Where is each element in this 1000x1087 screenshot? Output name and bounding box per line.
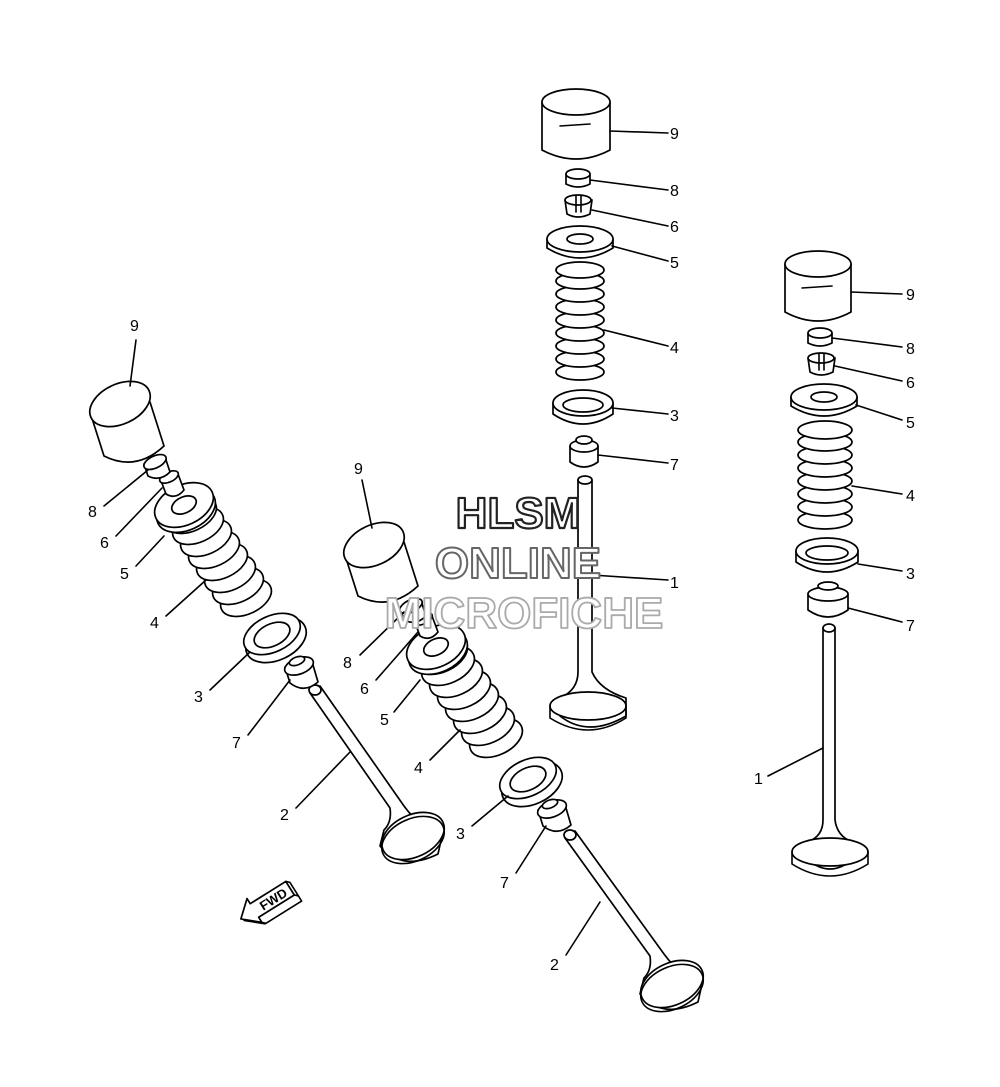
watermark-line-3: MICROFICHE — [385, 589, 664, 638]
assembly-left — [88, 380, 446, 865]
valve-stem-seal-center — [569, 435, 599, 468]
valve-2-middle — [563, 829, 705, 1013]
valve-spring-right — [797, 420, 853, 530]
callout-r-8: 8 — [906, 341, 915, 358]
spring-seat-center — [552, 389, 614, 425]
callout-c-8: 8 — [670, 183, 679, 200]
callout-l-2: 2 — [280, 807, 289, 824]
callout-r-7: 7 — [906, 618, 915, 635]
callout-m-8: 8 — [343, 655, 352, 672]
assembly-right — [784, 250, 869, 877]
callout-c-5: 5 — [670, 255, 679, 272]
callout-m-5: 5 — [380, 712, 389, 729]
spring-seat-left — [242, 612, 308, 664]
callout-l-5: 5 — [120, 566, 129, 583]
adjusting-pad-center — [565, 168, 591, 188]
callout-c-7: 7 — [670, 457, 679, 474]
valve-1-right — [791, 623, 869, 877]
callout-c-9: 9 — [670, 126, 679, 143]
callout-m-6: 6 — [360, 681, 369, 698]
watermark: HLSM ONLINE MICROFICHE — [384, 488, 664, 639]
callout-l-4: 4 — [150, 615, 159, 632]
valve-lifter-middle — [342, 521, 419, 603]
valve-2-left — [308, 684, 446, 865]
valve-cotter-center — [564, 194, 593, 218]
watermark-line-1: HLSM — [456, 489, 581, 538]
callout-r-3: 3 — [906, 566, 915, 583]
callout-c-1: 1 — [670, 575, 679, 592]
callout-numbers: 9 8 6 5 4 3 7 1 9 8 6 5 4 3 7 1 9 8 6 5 … — [88, 126, 915, 974]
callout-r-1: 1 — [754, 771, 763, 788]
callout-r-9: 9 — [906, 287, 915, 304]
valve-lifter-right — [784, 250, 852, 322]
valve-lifter-center — [541, 88, 611, 160]
callout-l-6: 6 — [100, 535, 109, 552]
spring-retainer-center — [546, 225, 614, 259]
callout-c-4: 4 — [670, 340, 679, 357]
adjusting-pad-left — [142, 453, 171, 480]
adjusting-pad-middle — [398, 597, 427, 624]
callout-l-7: 7 — [232, 735, 241, 752]
valve-cotter-right — [807, 352, 836, 376]
fwd-arrow: FWD — [240, 880, 303, 925]
callout-c-3: 3 — [670, 408, 679, 425]
callout-l-8: 8 — [88, 504, 97, 521]
callout-m-3: 3 — [456, 826, 465, 843]
valve-lifter-left — [88, 380, 165, 463]
callout-c-6: 6 — [670, 219, 679, 236]
valve-spring-center — [555, 261, 605, 381]
callout-l-3: 3 — [194, 689, 203, 706]
callout-m-2: 2 — [550, 957, 559, 974]
callout-r-6: 6 — [906, 375, 915, 392]
spring-seat-middle — [498, 756, 564, 808]
watermark-line-2: ONLINE — [435, 539, 601, 588]
callout-r-4: 4 — [906, 488, 915, 505]
spring-retainer-right — [790, 383, 858, 417]
callout-r-5: 5 — [906, 415, 915, 432]
adjusting-pad-right — [807, 327, 833, 347]
callout-l-9: 9 — [130, 318, 139, 335]
valve-stem-seal-left — [283, 655, 319, 690]
assembly-middle — [342, 521, 705, 1013]
valve-stem-seal-right — [807, 581, 849, 618]
spring-seat-right — [795, 537, 859, 573]
valve-1-center — [549, 475, 627, 731]
callout-m-9: 9 — [354, 461, 363, 478]
callout-m-7: 7 — [500, 875, 509, 892]
assembly-center — [541, 88, 627, 731]
callout-m-4: 4 — [414, 760, 423, 777]
leader-lines — [103, 130, 903, 956]
